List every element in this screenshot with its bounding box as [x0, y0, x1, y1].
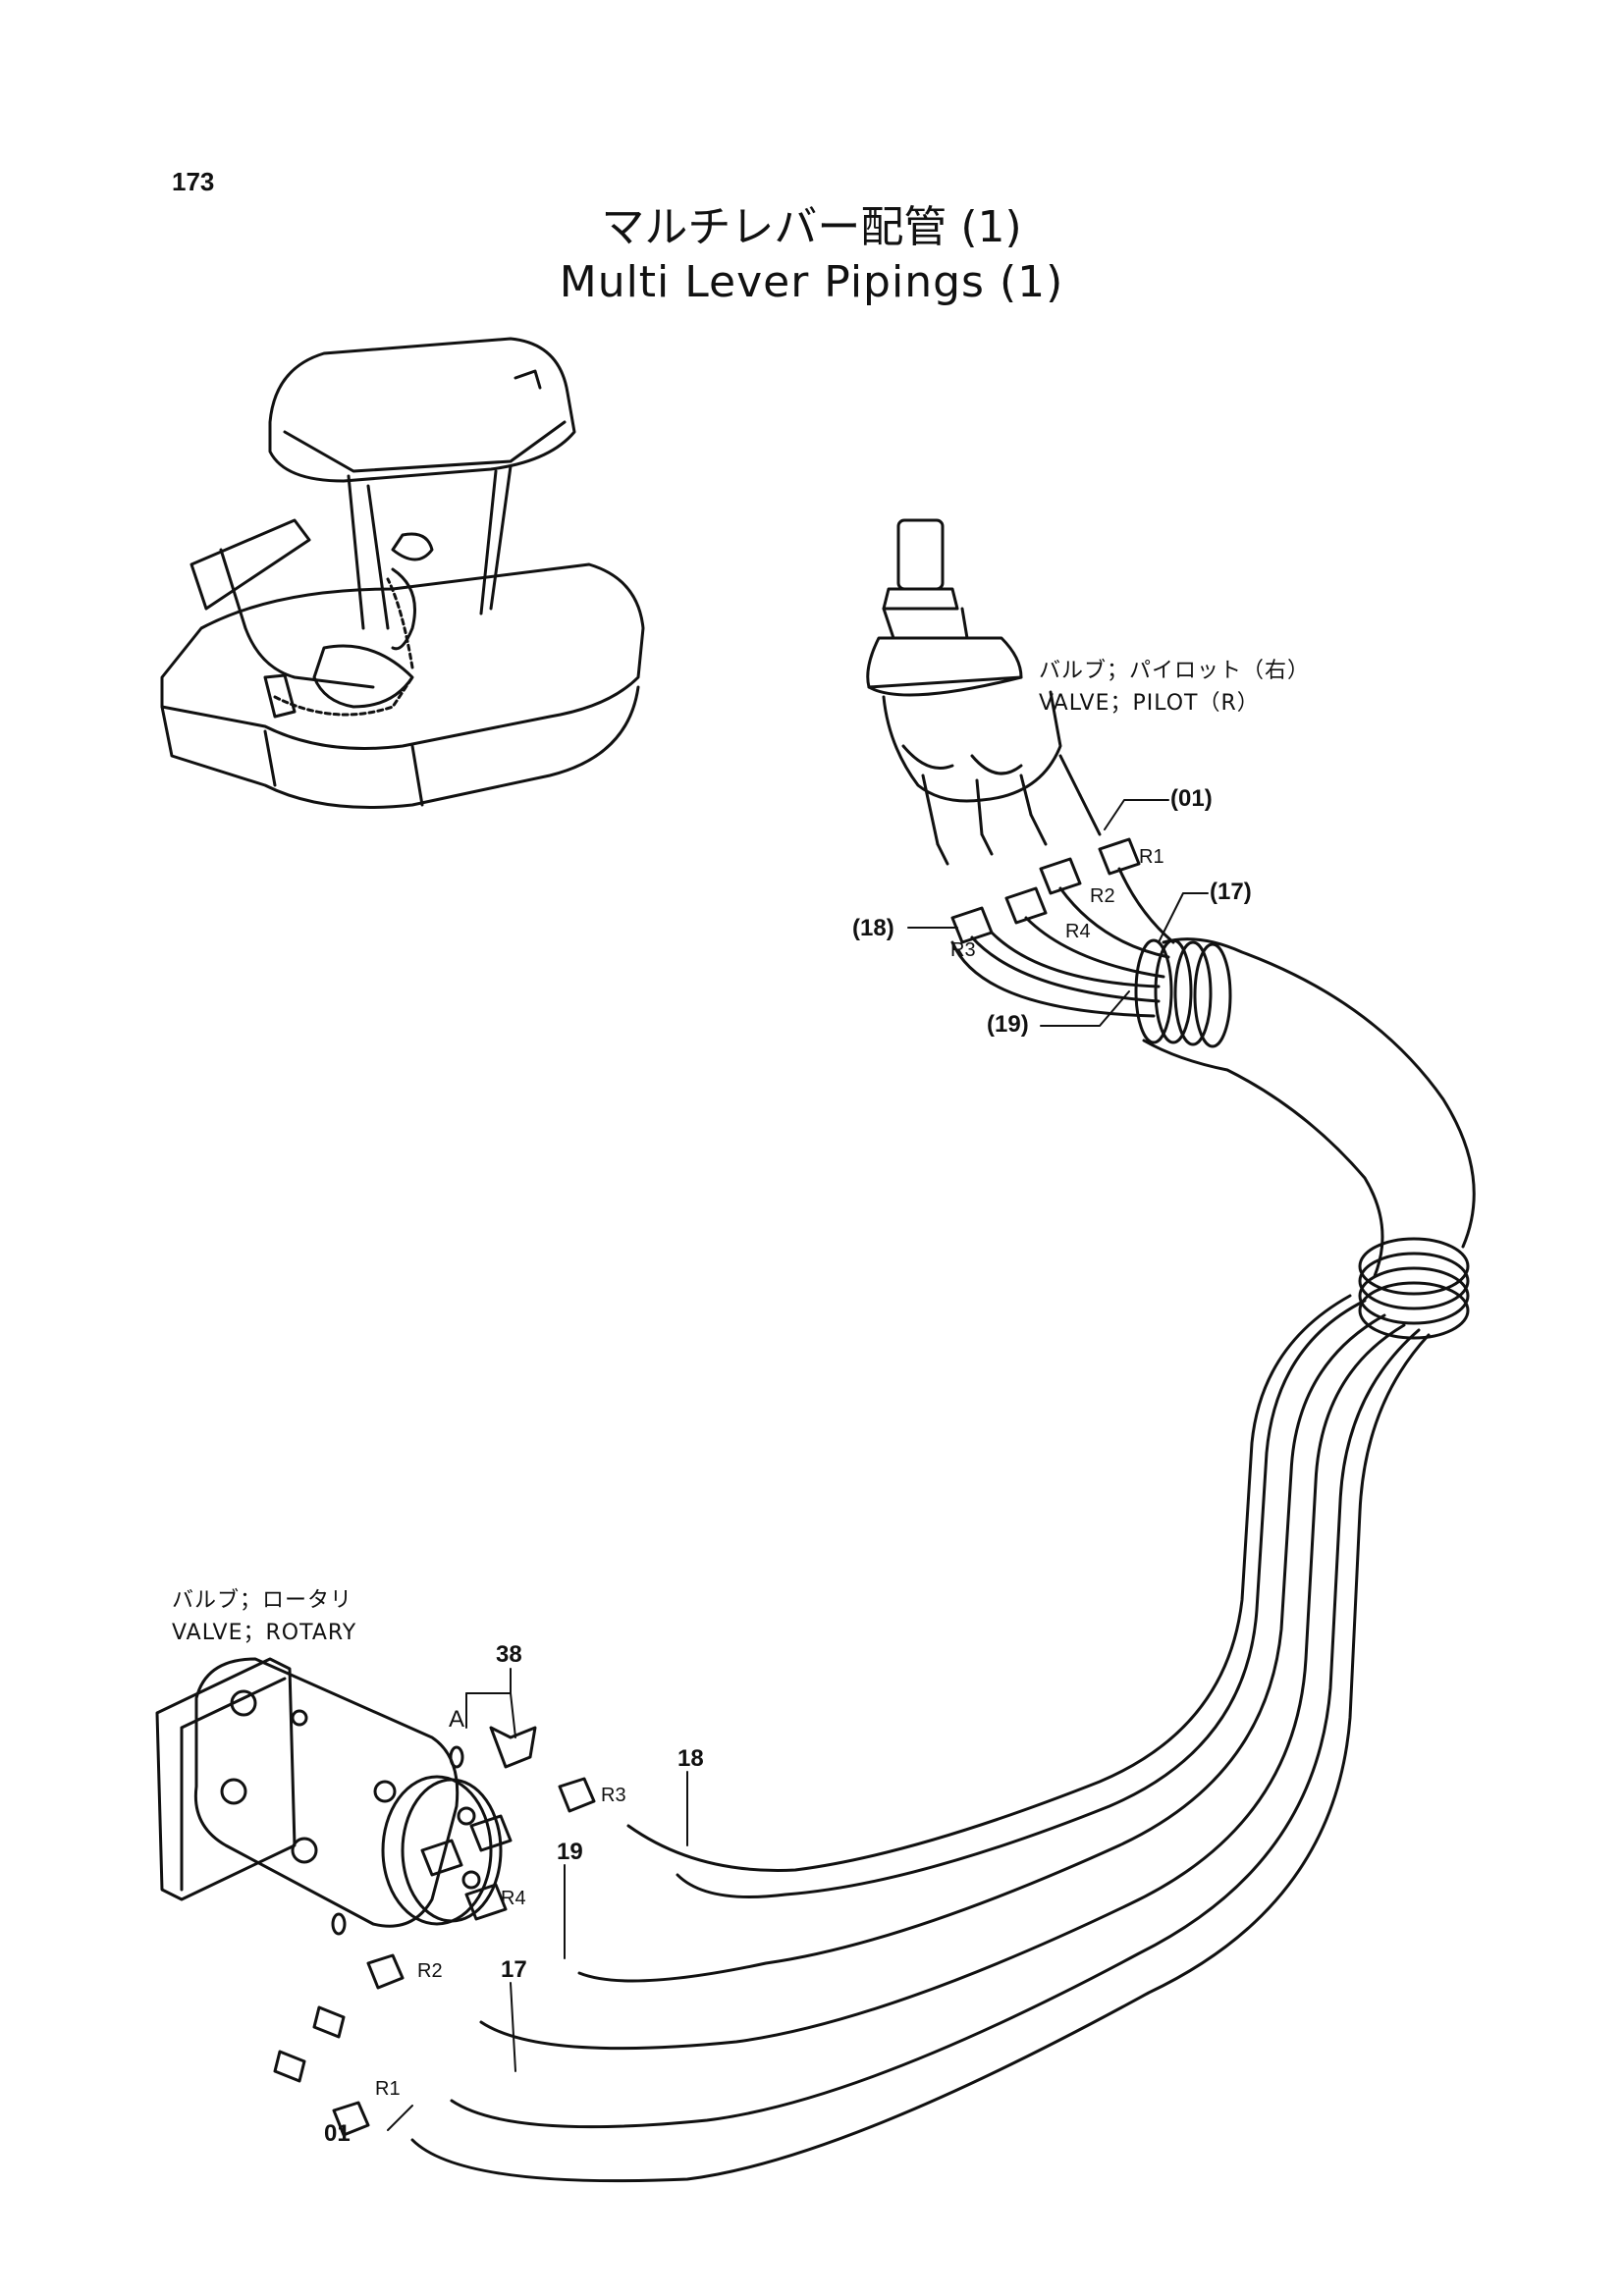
pilot-valve-label-en: VALVE；PILOT（R）	[1039, 691, 1260, 716]
page-title-jp: マルチレバー配管 (1)	[601, 202, 1022, 252]
port-r2-top: R2	[1090, 885, 1115, 907]
rotary-valve-label-jp: バルブ；ロータリ	[172, 1588, 353, 1613]
port-r1-bottom: R1	[375, 2078, 401, 2100]
rotary-valve-icon	[155, 1657, 513, 1928]
callout-17-top: (17)	[1210, 879, 1252, 905]
excavator-overview-icon	[160, 337, 645, 809]
rotary-fittings	[273, 1726, 596, 2137]
bundle-hose	[1134, 937, 1476, 1340]
hose-upper-run	[950, 867, 1175, 1018]
port-r4-bottom: R4	[501, 1888, 526, 1909]
port-r3-bottom: R3	[601, 1785, 626, 1806]
port-r2-bottom: R2	[417, 1960, 443, 1982]
pilot-fittings	[936, 793, 1141, 944]
rotary-valve-label-en: VALVE；ROTARY	[172, 1621, 357, 1645]
page-number: 173	[172, 167, 215, 196]
callout-17-bottom: 17	[501, 1956, 527, 1983]
leader-lines	[387, 799, 1209, 2131]
callout-19-top: (19)	[987, 1011, 1029, 1038]
callout-01-bottom: 01	[324, 2120, 351, 2147]
callout-a: A	[449, 1706, 465, 1733]
callout-01-top: (01)	[1170, 785, 1213, 812]
port-r3-top: R3	[950, 939, 976, 961]
callout-18-top: (18)	[852, 915, 894, 941]
callout-18-bottom: 18	[677, 1745, 704, 1772]
port-r1-top: R1	[1139, 846, 1164, 868]
hose-lower-run	[410, 1294, 1431, 2183]
pilot-valve-label-jp: バルブ；パイロット（右）	[1039, 659, 1311, 683]
callout-19-bottom: 19	[557, 1839, 583, 1865]
callout-38: 38	[496, 1641, 522, 1668]
pilot-valve-icon	[866, 518, 1082, 846]
page-title-en: Multi Lever Pipings (1)	[559, 257, 1064, 307]
port-r4-top: R4	[1065, 921, 1091, 942]
